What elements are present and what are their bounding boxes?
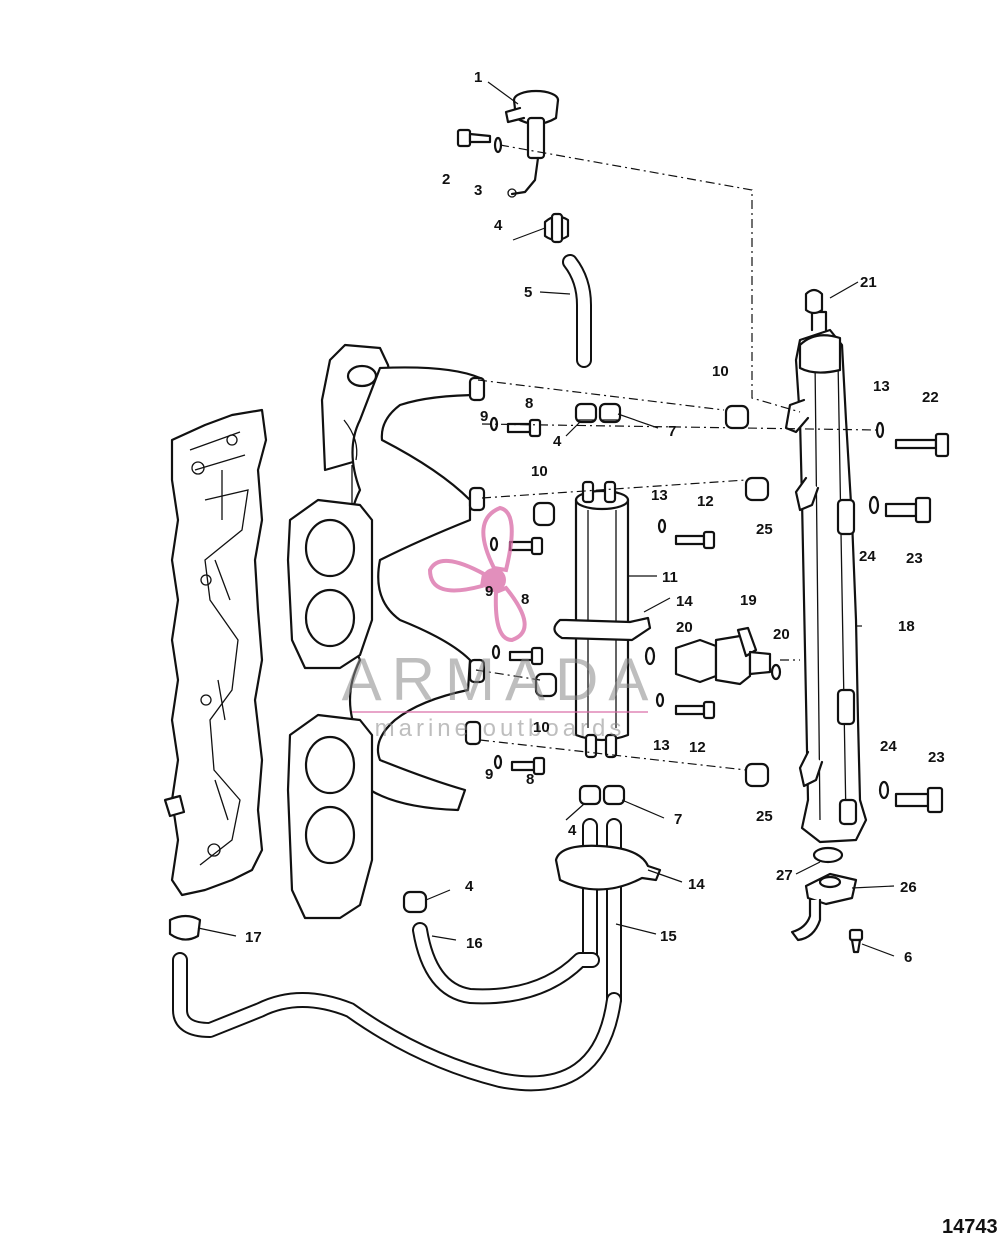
callout-label: 24: [880, 738, 897, 755]
callout-label: 7: [674, 811, 682, 828]
callout-label: 23: [928, 749, 945, 766]
callout-label: 13: [873, 378, 890, 395]
fuel-rail: [784, 310, 868, 844]
watermark-brand: ARMADA: [342, 646, 659, 713]
o-ring-20-left: [644, 646, 656, 666]
callout-label: 22: [922, 389, 939, 406]
grommet-10-low: [534, 672, 558, 698]
callout-label: 4: [465, 878, 474, 895]
grommet-25-upper: [744, 476, 770, 502]
hose-clamp-17: [168, 914, 202, 941]
grommet-10-top: [724, 404, 750, 430]
hose-clamps-upper: [574, 402, 622, 424]
callout-label: 27: [776, 867, 793, 884]
figure-number: 14743: [942, 1216, 998, 1238]
callout-label: 3: [474, 182, 482, 199]
hose-clamp-4-top: [543, 212, 570, 244]
callout-label: 5: [524, 284, 532, 301]
callout-label: 1: [474, 69, 482, 86]
callout-label: 16: [466, 935, 483, 952]
callout-label: 14: [688, 876, 705, 893]
strap-14-lower: [554, 844, 662, 891]
callout-label: 19: [740, 592, 757, 609]
fuel-pump: [574, 480, 630, 759]
callout-label: 6: [904, 949, 912, 966]
callout-label: 25: [756, 808, 773, 825]
watermark: ARMADA marine outboards: [342, 505, 659, 742]
injector: [674, 626, 772, 686]
callout-label: 8: [525, 395, 533, 412]
callout-label: 21: [860, 274, 877, 291]
callout-label: 20: [773, 626, 790, 643]
callout-label: 10: [533, 719, 550, 736]
hose-5: [562, 254, 592, 368]
screw-2: [456, 128, 492, 148]
callout-label: 7: [668, 423, 676, 440]
callout-label: 24: [859, 548, 876, 565]
callout-label: 9: [485, 766, 493, 783]
callout-label: 8: [526, 771, 534, 788]
washer-13-right: [875, 421, 885, 439]
callout-label: 14: [676, 593, 693, 610]
long-hose: [172, 952, 622, 1092]
fitting-26: [790, 872, 858, 942]
leader-lines: [197, 81, 895, 957]
pressure-regulator: [504, 89, 560, 198]
cylinder-block: [163, 408, 268, 897]
watermark-tagline: marine outboards: [375, 715, 626, 742]
callout-label: 26: [900, 879, 917, 896]
callout-label: 15: [660, 928, 677, 945]
callout-label: 4: [553, 433, 562, 450]
o-ring-20-right: [770, 663, 782, 681]
callout-label: 11: [662, 569, 678, 586]
callout-label: 23: [906, 550, 923, 567]
screw-23-lower: [894, 786, 944, 814]
screw-22: [894, 432, 950, 458]
callout-label: 17: [245, 929, 262, 946]
callout-label: 9: [480, 408, 488, 425]
callout-label: 13: [653, 737, 670, 754]
alignment-lines: [475, 144, 877, 771]
callout-label: 10: [712, 363, 729, 380]
callout-label: 12: [689, 739, 706, 756]
cap-21: [804, 288, 824, 315]
manifold-screws: [489, 416, 716, 776]
callout-label: 2: [442, 171, 450, 188]
callout-label: 13: [651, 487, 668, 504]
grommet-25-lower: [744, 762, 770, 788]
callout-label: 9: [485, 583, 493, 600]
hose-16: [412, 922, 600, 1005]
hose-clamp-4-low: [402, 890, 428, 914]
screw-6: [848, 928, 864, 954]
callout-label: 10: [531, 463, 548, 480]
propeller-logo-icon: [427, 505, 527, 643]
o-ring-27: [812, 846, 844, 864]
screw-23-upper: [884, 496, 932, 524]
washer-24-upper: [868, 495, 880, 515]
callout-label: 12: [697, 493, 714, 510]
callout-label: 20: [676, 619, 693, 636]
callout-label: 8: [521, 591, 529, 608]
callout-label: 18: [898, 618, 915, 635]
callout-label: 4: [494, 217, 503, 234]
callout-labels: 1 2 3 4 5 4 7 8 9 10 10 11 12 13 14 20 1…: [245, 69, 945, 966]
callout-label: 25: [756, 521, 773, 538]
grommet-10-mid: [532, 501, 556, 527]
intake-manifold: [286, 343, 486, 920]
hose-clamps-lower: [578, 784, 626, 806]
washer-24-lower: [878, 780, 890, 800]
strap-14-upper: [553, 616, 652, 642]
callout-label: 4: [568, 822, 577, 839]
